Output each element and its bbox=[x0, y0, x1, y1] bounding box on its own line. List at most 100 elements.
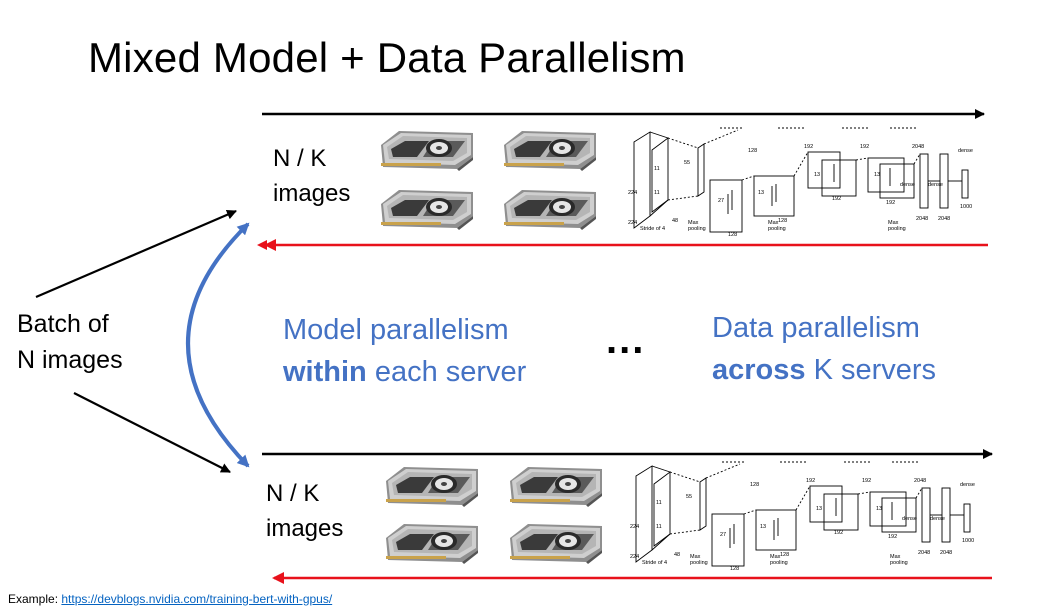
svg-text:48: 48 bbox=[672, 218, 678, 224]
svg-text:128: 128 bbox=[730, 566, 739, 570]
svg-text:224: 224 bbox=[628, 190, 637, 196]
svg-text:11: 11 bbox=[656, 524, 662, 530]
svg-text:11: 11 bbox=[656, 500, 662, 506]
gpu-card-icon bbox=[377, 127, 477, 171]
svg-text:128: 128 bbox=[728, 232, 737, 236]
model-parallelism-line1: Model parallelism bbox=[283, 314, 509, 346]
svg-text:1000: 1000 bbox=[962, 538, 974, 544]
top-group-label-line1: N / K bbox=[273, 145, 327, 172]
svg-text:2048: 2048 bbox=[914, 478, 926, 484]
batch-label-line2: N images bbox=[17, 346, 123, 374]
batch-label: Batch of N images bbox=[17, 306, 123, 378]
model-parallelism-text: Model parallelism within each server bbox=[283, 309, 526, 393]
svg-text:Max: Max bbox=[688, 220, 699, 226]
svg-text:Stride of 4: Stride of 4 bbox=[640, 226, 665, 232]
gpu-card-icon bbox=[506, 520, 606, 564]
svg-text:11: 11 bbox=[654, 166, 660, 172]
model-parallel-curve bbox=[186, 222, 250, 468]
gpu-card-icon bbox=[500, 127, 600, 171]
svg-text:192: 192 bbox=[862, 478, 871, 484]
gpu-card-icon bbox=[500, 186, 600, 230]
svg-text:2048: 2048 bbox=[918, 550, 930, 556]
data-parallelism-line2: across K servers bbox=[712, 349, 936, 391]
svg-text:13: 13 bbox=[816, 506, 822, 512]
svg-text:224: 224 bbox=[630, 554, 639, 560]
svg-text:48: 48 bbox=[674, 552, 680, 558]
gpu-card-icon bbox=[382, 463, 482, 507]
svg-text:Stride of 4: Stride of 4 bbox=[642, 560, 667, 566]
svg-text:128: 128 bbox=[748, 148, 757, 154]
svg-text:pooling: pooling bbox=[688, 226, 706, 232]
svg-text:128: 128 bbox=[780, 552, 789, 558]
top-backward-arrowhead bbox=[264, 239, 276, 251]
batch-label-line1: Batch of bbox=[17, 310, 109, 338]
svg-text:2048: 2048 bbox=[912, 144, 924, 150]
svg-text:13: 13 bbox=[760, 524, 766, 530]
svg-text:13: 13 bbox=[874, 172, 880, 178]
svg-text:Max: Max bbox=[770, 554, 781, 560]
svg-text:pooling: pooling bbox=[888, 226, 906, 232]
svg-text:Max: Max bbox=[890, 554, 901, 560]
svg-text:pooling: pooling bbox=[768, 226, 786, 232]
svg-text:pooling: pooling bbox=[690, 560, 708, 566]
svg-text:128: 128 bbox=[778, 218, 787, 224]
bottom-group-label-line2: images bbox=[266, 515, 344, 542]
slide-title: Mixed Model + Data Parallelism bbox=[88, 34, 686, 81]
svg-text:55: 55 bbox=[684, 160, 690, 166]
data-parallelism-rest: K servers bbox=[813, 354, 937, 386]
top-group-label: N / K images bbox=[273, 141, 350, 211]
top-group-label-line2: images bbox=[273, 180, 351, 207]
svg-text:13: 13 bbox=[814, 172, 820, 178]
model-parallelism-line2: within each server bbox=[283, 351, 526, 393]
svg-text:192: 192 bbox=[888, 534, 897, 540]
svg-text:dense: dense bbox=[960, 482, 975, 488]
svg-text:pooling: pooling bbox=[770, 560, 788, 566]
svg-text:55: 55 bbox=[686, 494, 692, 500]
svg-text:192: 192 bbox=[886, 200, 895, 206]
bottom-backward-arrowhead bbox=[272, 572, 284, 584]
bottom-group-label: N / K images bbox=[266, 476, 343, 546]
batch-to-bottom-arrow bbox=[73, 392, 231, 473]
svg-text:27: 27 bbox=[718, 198, 724, 204]
svg-text:dense: dense bbox=[930, 516, 945, 522]
gpu-card-icon bbox=[377, 186, 477, 230]
svg-text:Max: Max bbox=[888, 220, 899, 226]
svg-text:dense: dense bbox=[902, 516, 917, 522]
svg-text:dense: dense bbox=[900, 182, 915, 188]
footer-link[interactable]: https://devblogs.nvidia.com/training-ber… bbox=[61, 592, 333, 606]
svg-text:2048: 2048 bbox=[916, 216, 928, 222]
svg-text:Max: Max bbox=[768, 220, 779, 226]
ellipsis: ... bbox=[606, 318, 646, 362]
gpu-card-icon bbox=[382, 520, 482, 564]
svg-text:192: 192 bbox=[834, 530, 843, 536]
svg-text:dense: dense bbox=[928, 182, 943, 188]
svg-text:13: 13 bbox=[876, 506, 882, 512]
footer-note: Example: https://devblogs.nvidia.com/tra… bbox=[8, 592, 332, 606]
svg-text:128: 128 bbox=[750, 482, 759, 488]
svg-text:224: 224 bbox=[630, 524, 639, 530]
data-parallelism-line1: Data parallelism bbox=[712, 312, 920, 344]
svg-text:224: 224 bbox=[628, 220, 637, 226]
svg-text:192: 192 bbox=[860, 144, 869, 150]
gpu-card-icon bbox=[506, 463, 606, 507]
svg-text:192: 192 bbox=[832, 196, 841, 202]
data-parallelism-text: Data parallelism across K servers bbox=[712, 307, 936, 391]
svg-text:Max: Max bbox=[690, 554, 701, 560]
svg-text:192: 192 bbox=[806, 478, 815, 484]
footer-prefix: Example: bbox=[8, 592, 59, 606]
svg-text:pooling: pooling bbox=[890, 560, 908, 566]
svg-text:11: 11 bbox=[654, 190, 660, 196]
svg-text:dense: dense bbox=[958, 148, 973, 154]
svg-text:13: 13 bbox=[758, 190, 764, 196]
batch-to-top-arrow bbox=[35, 209, 237, 299]
svg-text:27: 27 bbox=[720, 532, 726, 538]
model-parallelism-bold: within bbox=[283, 356, 367, 388]
model-parallelism-rest: each server bbox=[374, 356, 527, 388]
bottom-group-label-line1: N / K bbox=[266, 480, 320, 507]
svg-text:1000: 1000 bbox=[960, 204, 972, 210]
svg-text:2048: 2048 bbox=[938, 216, 950, 222]
data-parallelism-bold: across bbox=[712, 354, 806, 386]
